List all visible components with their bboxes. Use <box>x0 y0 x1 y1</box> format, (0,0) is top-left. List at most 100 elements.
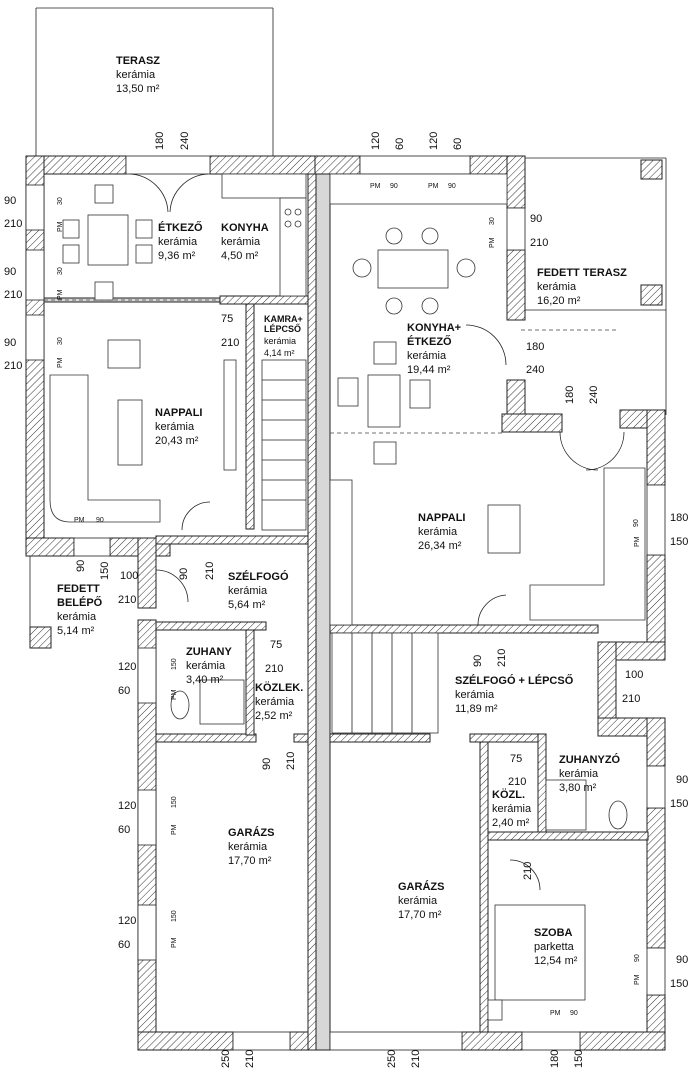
svg-text:LÉPCSŐ: LÉPCSŐ <box>264 323 301 334</box>
svg-text:90: 90 <box>390 183 398 190</box>
svg-text:13,50 m²: 13,50 m² <box>116 83 160 95</box>
svg-text:PM: PM <box>57 357 64 368</box>
dim: 90 <box>75 560 87 572</box>
svg-text:SZOBA: SZOBA <box>534 927 573 939</box>
svg-text:120: 120 <box>118 800 136 812</box>
svg-text:KAMRA+: KAMRA+ <box>264 314 303 324</box>
svg-text:4,50 m²: 4,50 m² <box>221 250 259 262</box>
svg-text:90: 90 <box>4 195 16 207</box>
dim: 210 <box>285 752 297 770</box>
svg-text:KONYHA+: KONYHA+ <box>407 322 461 334</box>
dim: 60 <box>452 138 464 150</box>
svg-text:210: 210 <box>265 663 283 675</box>
svg-text:75: 75 <box>270 639 282 651</box>
svg-text:90: 90 <box>634 954 641 962</box>
svg-text:ZUHANYZÓ: ZUHANYZÓ <box>559 753 621 766</box>
svg-text:GARÁZS: GARÁZS <box>398 880 444 893</box>
svg-text:30: 30 <box>57 197 64 205</box>
svg-text:120: 120 <box>118 661 136 673</box>
svg-text:4,14 m²: 4,14 m² <box>264 348 295 358</box>
dim: 90 <box>472 655 484 667</box>
room-garazs-right: GARÁZS kerámia 17,70 m² <box>398 880 444 921</box>
svg-text:150: 150 <box>670 978 688 990</box>
svg-text:kerámia: kerámia <box>492 803 532 815</box>
svg-text:30: 30 <box>489 217 496 225</box>
doors <box>129 173 625 891</box>
svg-text:2,52 m²: 2,52 m² <box>255 710 293 722</box>
dimension-labels: 180 240 120 60 120 60 90 210 90 210 90 2… <box>4 132 688 1068</box>
svg-text:PM: PM <box>74 517 85 524</box>
svg-text:90: 90 <box>448 183 456 190</box>
room-konyha-etkezo: KONYHA+ ÉTKEZŐ kerámia 19,44 m² <box>407 322 461 376</box>
svg-text:75: 75 <box>221 313 233 325</box>
svg-text:kerámia: kerámia <box>186 660 226 672</box>
svg-text:210: 210 <box>508 776 526 788</box>
svg-text:90: 90 <box>530 213 542 225</box>
svg-text:90: 90 <box>96 517 104 524</box>
stairs-left <box>261 359 307 531</box>
svg-text:150: 150 <box>171 658 178 670</box>
svg-text:GARÁZS: GARÁZS <box>228 826 274 839</box>
svg-text:kerámia: kerámia <box>398 895 438 907</box>
room-terasz: TERASZ kerámia 13,50 m² <box>116 55 160 95</box>
svg-text:kerámia: kerámia <box>559 768 599 780</box>
dim: 150 <box>573 1050 585 1068</box>
dim: 250 <box>386 1050 398 1068</box>
svg-text:PM: PM <box>428 183 439 190</box>
svg-text:210: 210 <box>530 237 548 249</box>
svg-text:210: 210 <box>118 594 136 606</box>
svg-text:2,40 m²: 2,40 m² <box>492 817 530 829</box>
svg-text:210: 210 <box>4 360 22 372</box>
svg-text:150: 150 <box>670 536 688 548</box>
svg-text:kerámia: kerámia <box>455 689 495 701</box>
svg-text:parketta: parketta <box>534 941 575 953</box>
svg-text:ÉTKEZŐ: ÉTKEZŐ <box>158 221 203 234</box>
stairs-right <box>331 632 439 734</box>
svg-text:20,43 m²: 20,43 m² <box>155 435 199 447</box>
svg-text:kerámia: kerámia <box>158 236 198 248</box>
svg-text:PM: PM <box>550 1010 561 1017</box>
svg-text:90: 90 <box>4 266 16 278</box>
svg-text:60: 60 <box>118 824 130 836</box>
svg-text:kerámia: kerámia <box>255 696 295 708</box>
dim: 180 <box>154 132 166 150</box>
svg-text:210: 210 <box>4 289 22 301</box>
dim: 240 <box>179 132 191 150</box>
svg-text:PM: PM <box>370 183 381 190</box>
svg-text:30: 30 <box>57 337 64 345</box>
room-nappali-right: NAPPALI kerámia 26,34 m² <box>418 512 465 552</box>
room-fedett-terasz: FEDETT TERASZ kerámia 16,20 m² <box>537 267 627 307</box>
svg-text:NAPPALI: NAPPALI <box>155 407 202 419</box>
room-kozlek: KÖZLEK. kerámia 2,52 m² <box>255 681 303 722</box>
svg-text:kerámia: kerámia <box>537 281 577 293</box>
windows <box>25 155 666 1051</box>
dim: 90 <box>178 568 190 580</box>
room-zuhanyzo: ZUHANYZÓ kerámia 3,80 m² <box>559 753 621 794</box>
svg-text:PM: PM <box>57 221 64 232</box>
svg-text:kerámia: kerámia <box>155 421 195 433</box>
dim: 120 <box>370 132 382 150</box>
svg-text:FEDETT: FEDETT <box>57 583 100 595</box>
svg-text:5,14 m²: 5,14 m² <box>57 625 95 637</box>
svg-text:kerámia: kerámia <box>228 841 268 853</box>
svg-text:11,89 m²: 11,89 m² <box>455 703 498 715</box>
svg-text:KÖZLEK.: KÖZLEK. <box>255 681 303 694</box>
dim: 60 <box>394 138 406 150</box>
svg-text:60: 60 <box>118 939 130 951</box>
svg-text:180: 180 <box>526 341 544 353</box>
svg-text:PM: PM <box>634 536 641 547</box>
room-szelfogo-lepcso: SZÉLFOGÓ + LÉPCSŐ kerámia 11,89 m² <box>455 674 574 715</box>
svg-text:210: 210 <box>4 218 22 230</box>
svg-text:SZÉLFOGÓ: SZÉLFOGÓ <box>228 570 289 583</box>
dim: 210 <box>244 1050 256 1068</box>
svg-text:120: 120 <box>118 915 136 927</box>
room-zuhany: ZUHANY kerámia 3,40 m² <box>186 646 232 686</box>
svg-text:9,36 m²: 9,36 m² <box>158 250 196 262</box>
svg-text:3,40 m²: 3,40 m² <box>186 674 224 686</box>
svg-text:kerámia: kerámia <box>116 69 156 81</box>
svg-text:90: 90 <box>570 1010 578 1017</box>
svg-text:210: 210 <box>221 337 239 349</box>
room-kamra: KAMRA+ LÉPCSŐ kerámia 4,14 m² <box>264 314 303 358</box>
svg-text:NAPPALI: NAPPALI <box>418 512 465 524</box>
